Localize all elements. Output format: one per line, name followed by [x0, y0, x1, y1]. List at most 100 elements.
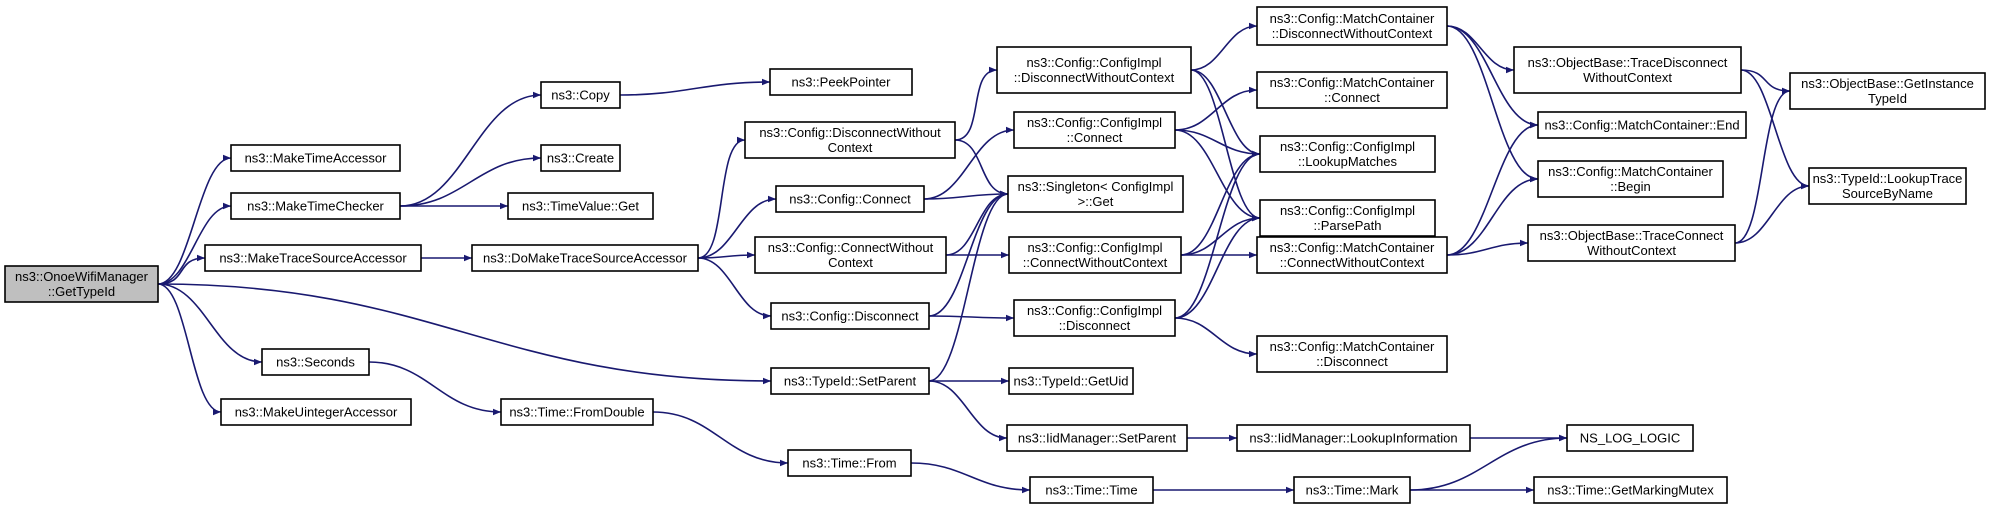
node-label: ns3::Seconds [276, 355, 355, 370]
function-node[interactable]: ns3::Time::From [787, 449, 912, 477]
call-edge [923, 190, 1009, 200]
node-box [507, 192, 654, 220]
function-node[interactable]: ns3::DoMakeTraceSourceAccessor [471, 244, 699, 272]
function-node[interactable]: ns3::Config::Disconnect [770, 302, 930, 330]
function-node[interactable]: NS_LOG_LOGIC [1566, 424, 1694, 452]
node-label: ::DisconnectWithoutContext [1014, 70, 1175, 85]
function-node[interactable]: ns3::PeekPointer [769, 68, 913, 96]
node-label: WithoutContext [1587, 243, 1676, 258]
call-edge [1446, 239, 1529, 256]
function-node[interactable]: ns3::MakeTimeChecker [230, 192, 401, 220]
function-node[interactable]: ns3::Config::MatchContainer::Begin [1537, 160, 1724, 198]
call-edge [928, 190, 1009, 382]
node-label: ::ConnectWithoutContext [1280, 255, 1425, 270]
function-node[interactable]: ns3::TypeId::SetParent [770, 367, 930, 395]
call-edge [157, 283, 222, 416]
node-label: ns3::Config::ConfigImpl [1027, 303, 1162, 318]
node-label: ::ParsePath [1314, 218, 1382, 233]
node-label: ns3::IidManager::SetParent [1018, 431, 1177, 446]
function-node[interactable]: ns3::Config::ConfigImpl::LookupMatches [1259, 135, 1436, 173]
node-label: ns3::Config::Disconnect [781, 309, 919, 324]
call-edges [157, 22, 1810, 494]
node-label: ns3::PeekPointer [791, 75, 891, 90]
root-function-node[interactable]: ns3::OnoeWifiManager::GetTypeId [4, 265, 159, 303]
function-node[interactable]: ns3::Config::ConfigImpl::ParsePath [1259, 199, 1436, 237]
function-node[interactable]: ns3::TypeId::GetUid [1008, 367, 1134, 395]
function-node[interactable]: ns3::Config::Connect [775, 185, 925, 213]
function-node[interactable]: ns3::Config::ConfigImpl::Connect [1013, 111, 1176, 149]
call-edge [923, 126, 1015, 200]
function-node[interactable]: ns3::IidManager::SetParent [1006, 424, 1188, 452]
function-node[interactable]: ns3::Time::GetMarkingMutex [1533, 476, 1728, 504]
call-edge [1740, 69, 1810, 190]
function-node[interactable]: ns3::Config::MatchContainer::Disconnect [1256, 335, 1448, 373]
node-label: ns3::TypeId::LookupTrace [1813, 171, 1963, 186]
call-edge [928, 314, 1015, 322]
function-node[interactable]: ns3::MakeUintegerAccessor [220, 398, 412, 426]
function-node[interactable]: ns3::Config::MatchContainer::End [1537, 111, 1747, 139]
call-edge [1190, 69, 1261, 222]
function-node[interactable]: ns3::Singleton< ConfigImpl >::Get [1007, 175, 1184, 213]
node-label: ns3::Config::ConfigImpl [1280, 203, 1415, 218]
call-edge [954, 66, 998, 141]
function-node[interactable]: ns3::Config::ConfigImpl::Disconnect [1013, 299, 1176, 337]
call-edge [1734, 182, 1810, 244]
node-label: ::GetTypeId [48, 284, 115, 299]
node-box [1256, 71, 1448, 109]
node-label: ns3::DoMakeTraceSourceAccessor [483, 251, 688, 266]
node-label: Context [828, 255, 873, 270]
call-edge [1446, 121, 1539, 256]
node-box [540, 81, 621, 109]
function-node[interactable]: ns3::IidManager::LookupInformation [1236, 424, 1471, 452]
node-label: ns3::Config::MatchContainer [1548, 164, 1713, 179]
node-label: >::Get [1078, 194, 1114, 209]
function-node[interactable]: ns3::Config::MatchContainer::ConnectWith… [1256, 236, 1448, 274]
node-box [471, 244, 699, 272]
node-label: ns3::Config::DisconnectWithout [759, 125, 941, 140]
node-box [230, 144, 401, 172]
node-label: ns3::Config::ConfigImpl [1027, 240, 1162, 255]
node-label: ns3::IidManager::LookupInformation [1249, 431, 1457, 446]
node-box [230, 192, 401, 220]
node-box [1293, 476, 1411, 504]
function-node[interactable]: ns3::Create [540, 144, 621, 172]
call-edge [157, 202, 232, 285]
function-node[interactable]: ns3::Seconds [261, 348, 370, 376]
node-box [1013, 111, 1176, 149]
function-node[interactable]: ns3::MakeTimeAccessor [230, 144, 401, 172]
node-box [1259, 135, 1436, 173]
node-box [770, 302, 930, 330]
function-node[interactable]: ns3::MakeTraceSourceAccessor [204, 244, 422, 272]
function-node[interactable]: ns3::ObjectBase::TraceDisconnectWithoutC… [1513, 46, 1742, 94]
node-box [500, 398, 654, 426]
function-node[interactable]: ns3::ObjectBase::TraceConnectWithoutCont… [1527, 224, 1736, 262]
node-label: ns3::Copy [551, 88, 610, 103]
call-edge [619, 78, 771, 96]
call-edge [1446, 25, 1539, 183]
function-node[interactable]: ns3::Config::ConfigImpl::ConnectWithoutC… [1008, 236, 1182, 274]
function-node[interactable]: ns3::TimeValue::Get [507, 192, 654, 220]
function-node[interactable]: ns3::Config::ConnectWithoutContext [754, 236, 947, 274]
node-label: ns3::MakeUintegerAccessor [235, 405, 398, 420]
function-node[interactable]: ns3::Time::FromDouble [500, 398, 654, 426]
node-label: ns3::ObjectBase::GetInstance [1801, 76, 1974, 91]
call-edge [1174, 214, 1261, 319]
call-edge [1446, 175, 1539, 256]
call-edge [697, 195, 777, 259]
call-edge [652, 411, 789, 467]
node-box [1256, 6, 1448, 46]
function-node[interactable]: ns3::Config::MatchContainer::DisconnectW… [1256, 6, 1448, 46]
call-edge [697, 136, 746, 259]
function-node[interactable]: ns3::Time::Time [1029, 476, 1154, 504]
function-node[interactable]: ns3::Copy [540, 81, 621, 109]
function-node[interactable]: ns3::Time::Mark [1293, 476, 1411, 504]
node-label: WithoutContext [1583, 70, 1672, 85]
function-node[interactable]: ns3::Config::MatchContainer::Connect [1256, 71, 1448, 109]
function-node[interactable]: ns3::Config::ConfigImpl::DisconnectWitho… [996, 46, 1192, 94]
node-box [1006, 424, 1188, 452]
function-node[interactable]: ns3::Config::DisconnectWithoutContext [744, 121, 956, 159]
call-edge [1174, 317, 1258, 358]
node-label: Context [828, 140, 873, 155]
